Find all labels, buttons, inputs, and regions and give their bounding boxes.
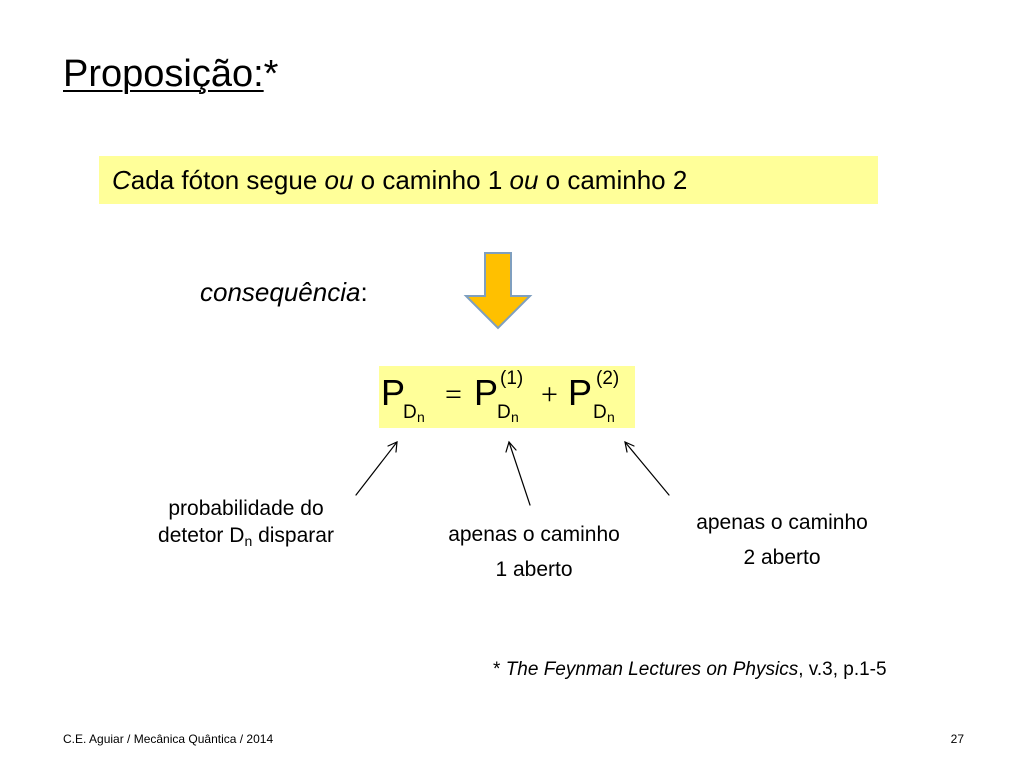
title-asterisk: * (263, 53, 279, 95)
formula-sub-n-total: n (417, 409, 425, 425)
pointer-arrow-path2 (624, 440, 670, 496)
formula-p-path2: P (568, 372, 593, 413)
label-probability-detector: detetor D (158, 524, 245, 547)
reference-note: * The Feynman Lectures on Physics, v.3, … (493, 658, 887, 682)
probability-formula: P D n = P (1) D n + P (2) D n (379, 366, 635, 428)
statement-part3: o caminho 2 (538, 165, 688, 195)
statement-part1: ada fóton segue (130, 165, 325, 195)
statement-ou-1: ou (324, 165, 354, 195)
label-path2-line2: 2 aberto (743, 546, 821, 569)
formula-sub-d-path2: D (593, 402, 607, 423)
formula-sup-1: (1) (500, 368, 524, 389)
label-path2: apenas o caminho 2 aberto (672, 505, 892, 575)
down-arrow-icon (463, 252, 533, 330)
reference-work: The Feynman Lectures on Physics (505, 659, 799, 680)
formula-sub-n-path1: n (511, 409, 519, 425)
consequence-colon: : (360, 277, 368, 307)
consequence-word: consequência (200, 277, 361, 307)
page-number: 27 (950, 732, 964, 746)
formula-plus: + (541, 378, 558, 411)
reference-detail: , v.3, p.1-5 (798, 659, 887, 680)
label-path1: apenas o caminho 1 aberto (424, 517, 644, 587)
statement-part2: o caminho 1 (353, 165, 510, 195)
pointer-arrow-probability (355, 441, 398, 496)
formula-sub-d-total: D (403, 402, 417, 423)
label-probability-line1: probabilidade do (168, 497, 324, 520)
reference-star: * (493, 659, 506, 680)
label-path1-line1: apenas o caminho (448, 523, 620, 546)
formula-sub-n-path2: n (607, 409, 615, 425)
title-text: Proposição: (63, 53, 264, 95)
label-probability: probabilidade do detetor Dn disparar (133, 495, 359, 549)
label-path1-line2: 1 aberto (495, 558, 573, 581)
formula-p-total: P (381, 372, 406, 413)
formula-sup-2: (2) (596, 368, 620, 389)
formula-sub-d-path1: D (497, 402, 511, 423)
label-path2-line1: apenas o caminho (696, 511, 868, 534)
slide-title: Proposição:* (63, 55, 278, 93)
consequence-label: consequência: (200, 276, 368, 308)
pointer-arrow-path1 (505, 440, 531, 506)
statement-ou-2: ou (509, 165, 539, 195)
footer-credit: C.E. Aguiar / Mecânica Quântica / 2014 (63, 732, 274, 746)
formula-equals: = (445, 378, 462, 411)
label-probability-subscript: n (244, 533, 253, 549)
statement-initial: C (112, 165, 131, 195)
formula-p-path1: P (474, 372, 499, 413)
label-probability-line2: detetor Dn disparar (133, 522, 359, 549)
proposition-statement: Cada fóton segue ou o caminho 1 ou o cam… (99, 156, 878, 204)
label-probability-trigger: disparar (252, 524, 334, 547)
